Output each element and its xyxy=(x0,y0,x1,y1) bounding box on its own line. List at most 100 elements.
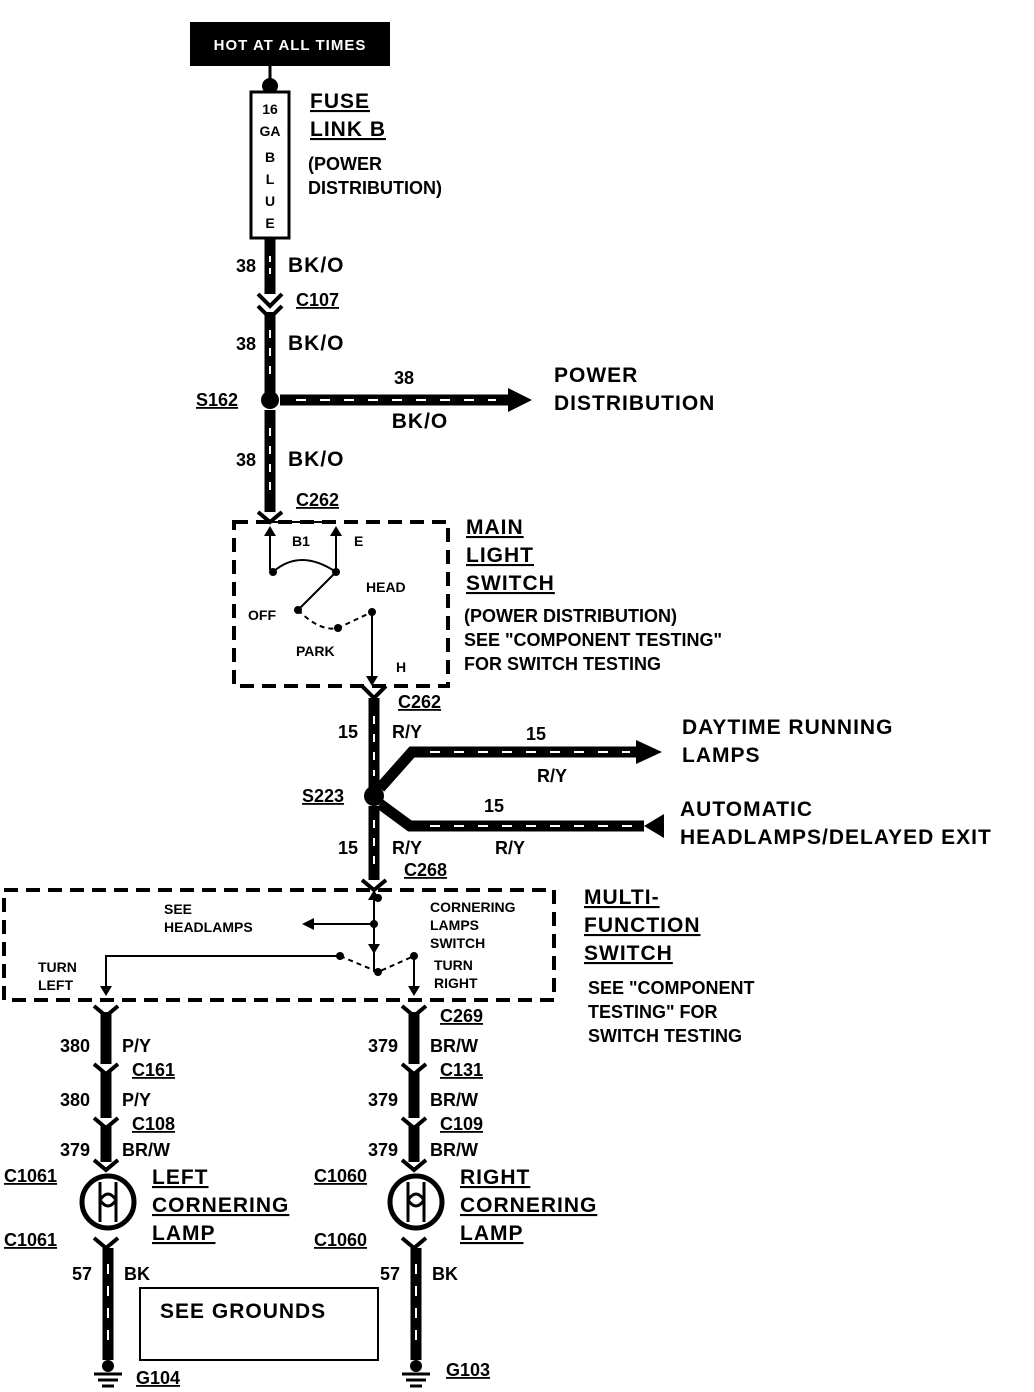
c1060-bottom-connector xyxy=(400,1236,428,1251)
power-dist-line2: DISTRIBUTION xyxy=(554,392,715,415)
left-cornering-lamp-bulb xyxy=(79,1173,137,1231)
turn-right-line1: TURN xyxy=(434,957,473,973)
right-lamp-name-3: LAMP xyxy=(460,1222,524,1245)
main-light-switch-note-3: FOR SWITCH TESTING xyxy=(464,654,661,674)
fuse-ref-line2: DISTRIBUTION) xyxy=(308,178,442,198)
main-light-switch-name-2: LIGHT xyxy=(466,544,534,567)
wire-38-color-3: BK/O xyxy=(288,448,345,471)
drl-arrow xyxy=(636,740,662,764)
wire-38-circuit-1: 38 xyxy=(236,256,256,276)
cornering-arrow xyxy=(368,944,380,954)
wire-379-right-circuit-2: 379 xyxy=(368,1090,398,1110)
wire-379-right-circuit-1: 379 xyxy=(368,1036,398,1056)
wire-57-right-circuit: 57 xyxy=(380,1264,400,1284)
g104-label: G104 xyxy=(136,1368,180,1388)
power-dist-line1: POWER xyxy=(554,364,638,387)
wire-380-circuit-2: 380 xyxy=(60,1090,90,1110)
b1-arrow xyxy=(264,526,276,536)
wire-15-auto-circuit: 15 xyxy=(484,796,504,816)
wire-57-right-color: BK xyxy=(432,1264,458,1284)
left-lamp-filament xyxy=(98,1182,118,1222)
cornering-common-contact xyxy=(374,968,382,976)
main-light-switch-note-2: SEE "COMPONENT TESTING" xyxy=(464,630,722,650)
turn-left-line xyxy=(105,955,340,994)
s162-label: S162 xyxy=(196,390,238,410)
fuse-name-line2: LINK B xyxy=(310,118,386,141)
c1061-bottom-connector xyxy=(92,1236,120,1251)
c268-label: C268 xyxy=(404,860,447,880)
main-light-switch-name-3: SWITCH xyxy=(466,572,555,595)
left-lamp-name-1: LEFT xyxy=(152,1166,209,1189)
head-label: HEAD xyxy=(366,579,406,595)
pin-b1-label: B1 xyxy=(292,533,310,549)
wire-57-left-color: BK xyxy=(124,1264,150,1284)
cornering-switch-line2: LAMPS xyxy=(430,917,479,933)
wire-38-branch-color: BK/O xyxy=(392,410,449,433)
c161-label: C161 xyxy=(132,1060,175,1080)
wire-380-circuit-1: 380 xyxy=(60,1036,90,1056)
drl-line1: DAYTIME RUNNING xyxy=(682,716,893,739)
wire-38-color-1: BK/O xyxy=(288,254,345,277)
left-lamp-name-3: LAMP xyxy=(152,1222,216,1245)
hot-at-all-times-label: HOT AT ALL TIMES xyxy=(214,37,367,54)
fuse-name-line1: FUSE xyxy=(310,90,370,113)
mfs-name-2: FUNCTION xyxy=(584,914,701,937)
h-arrow xyxy=(366,676,378,686)
c109-label: C109 xyxy=(440,1114,483,1134)
c1061-top-label: C1061 xyxy=(4,1166,57,1186)
wire-380-color-1: P/Y xyxy=(122,1036,151,1056)
c131-label: C131 xyxy=(440,1060,483,1080)
drl-line2: LAMPS xyxy=(682,744,761,767)
fuse-color-e: E xyxy=(265,215,274,231)
wire-38-circuit-2: 38 xyxy=(236,334,256,354)
auto-headlamps-line1: AUTOMATIC xyxy=(680,798,813,821)
c1060-bottom-label: C1060 xyxy=(314,1230,367,1250)
wire-380-color-2: P/Y xyxy=(122,1090,151,1110)
wire-379-left-color: BR/W xyxy=(122,1140,170,1160)
turn-right-line2: RIGHT xyxy=(434,975,478,991)
park-label: PARK xyxy=(296,643,335,659)
main-light-switch-note-1: (POWER DISTRIBUTION) xyxy=(464,606,677,626)
mfs-name-3: SWITCH xyxy=(584,942,673,965)
c269-label: C269 xyxy=(440,1006,483,1026)
turn-left-arrow xyxy=(100,986,112,996)
mfs-name-1: MULTI- xyxy=(584,886,660,909)
wire-15-color-2: R/Y xyxy=(392,838,422,858)
right-cornering-lamp-bulb xyxy=(387,1173,445,1231)
g104-ground-icon xyxy=(94,1372,122,1388)
mfs-note-1: SEE "COMPONENT xyxy=(588,978,755,998)
s223-splice xyxy=(364,786,384,806)
park-contact xyxy=(334,624,342,632)
power-dist-arrow xyxy=(508,388,532,412)
main-light-switch-box xyxy=(232,520,450,688)
fuse-color-l: L xyxy=(266,171,275,187)
auto-headlamps-line2: HEADLAMPS/DELAYED EXIT xyxy=(680,826,992,849)
switch-blade xyxy=(297,571,337,611)
wire-38-circuit-3: 38 xyxy=(236,450,256,470)
turn-right-arrow xyxy=(408,986,420,996)
turn-left-line2: LEFT xyxy=(38,977,73,993)
wire-379-right-color-2: BR/W xyxy=(430,1090,478,1110)
wire-15-drl xyxy=(375,746,640,792)
c107-label: C107 xyxy=(296,290,339,310)
wire-15-drl-circuit: 15 xyxy=(526,724,546,744)
c1061-bottom-label: C1061 xyxy=(4,1230,57,1250)
cornering-switch-line1: CORNERING xyxy=(430,899,516,915)
main-light-switch-name-1: MAIN xyxy=(466,516,524,539)
turn-left-line1: TURN xyxy=(38,959,77,975)
s223-label: S223 xyxy=(302,786,344,806)
wire-379-right-color-3: BR/W xyxy=(430,1140,478,1160)
cornering-travel xyxy=(339,955,415,974)
mfs-note-2: TESTING" FOR xyxy=(588,1002,718,1022)
mfs-note-3: SWITCH TESTING xyxy=(588,1026,742,1046)
right-lamp-name-1: RIGHT xyxy=(460,1166,530,1189)
wire-15-circuit-2: 15 xyxy=(338,838,358,858)
pin-e-label: E xyxy=(354,533,363,549)
s162-splice xyxy=(261,391,279,409)
c262-top-label: C262 xyxy=(296,490,339,510)
headlamps-tap xyxy=(370,920,378,928)
g103-terminal xyxy=(410,1360,422,1372)
see-grounds-box xyxy=(139,1287,379,1361)
